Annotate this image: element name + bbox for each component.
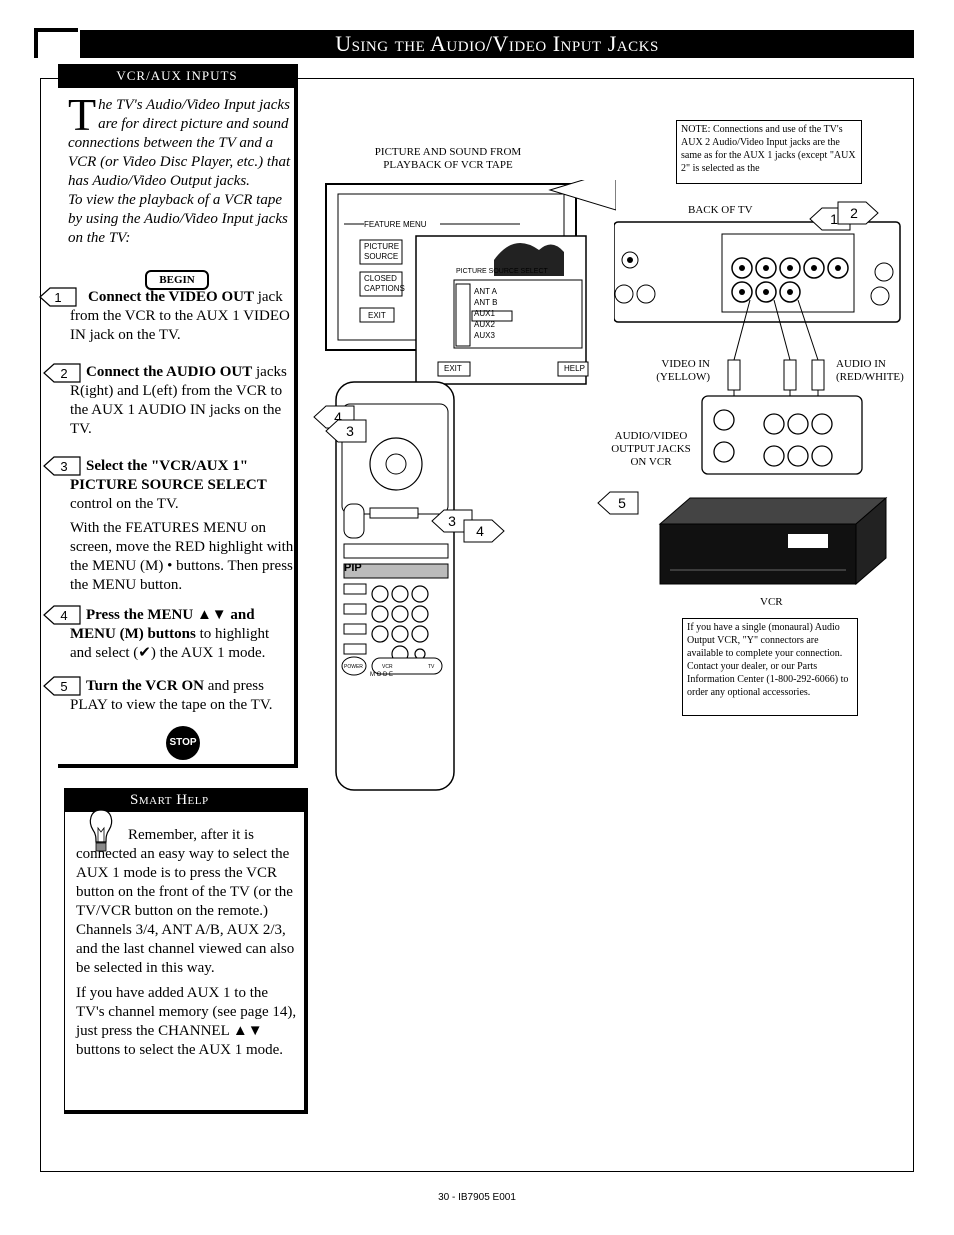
remote-pip-label: PIP [344,562,362,574]
page-footer: 30 - IB7905 E001 [438,1192,516,1203]
smart-help-panel [64,788,308,1114]
smart-help-title: Smart Help [64,788,304,812]
back-of-tv-label: BACK OF TV [688,204,753,216]
smart-help-text: Remember, after it is connected an easy … [76,826,298,1060]
menu-help: HELP [564,364,585,373]
option-aux1: AUX1 [474,309,495,318]
svg-text:5: 5 [60,679,67,694]
menu-picture-label: PICTURE [364,242,400,251]
intro-paragraph: he TV's Audio/Video Input jacks are for … [68,97,291,189]
step-1: Connect the VIDEO OUT jack from the VCR … [70,288,294,345]
svg-text:2: 2 [850,205,858,221]
step-2: Connect the AUDIO OUT jacks R(ight) and … [70,363,294,439]
step-5-text: and press PLAY to view the tape on the T… [70,678,273,713]
step-4-text: to highlight and select (✔) the AUX 1 mo… [70,626,270,661]
step-marker-4: 4 [43,605,81,625]
option-aux2: AUX2 [474,320,495,329]
remote-mode-label: M O D E [370,672,394,678]
svg-text:1: 1 [830,211,838,227]
option-aux3: AUX3 [474,331,495,340]
step-2-title: Connect the AUDIO OUT [86,364,253,380]
section-tab: VCR/AUX INPUTS [58,64,296,88]
svg-text:5: 5 [618,495,626,511]
svg-text:2: 2 [60,366,67,381]
drop-cap: T [68,89,97,140]
audio-in-label: AUDIO IN (RED/WHITE) [836,358,904,383]
step-5: Turn the VCR ON and press PLAY to view t… [70,677,294,715]
step-marker-3: 3 [43,456,81,476]
svg-text:4: 4 [60,608,67,623]
instructions-panel [58,64,298,768]
step-4: Press the MENU ▲▼ and MENU (M) buttons t… [70,606,294,663]
begin-badge: BEGIN [145,270,209,290]
menu-pss: PICTURE SOURCE SELECT [456,268,548,275]
menu-captions-label: CAPTIONS [364,284,405,293]
svg-text:3: 3 [60,459,67,474]
note-aux2: NOTE: Connections and use of the TV's AU… [676,120,862,184]
step-marker-1: 1 [39,287,77,307]
step-2-text: jacks R(ight) and L(eft) from the VCR to… [70,364,287,437]
svg-text:3: 3 [346,423,354,439]
step-3-detail: With the FEATURES MENU on screen, move t… [70,520,294,593]
intro-paragraph-2: To view the playback of a VCR tape by us… [68,192,288,246]
step-1-text: jack from the VCR to the AUX 1 VIDEO IN … [70,289,290,343]
stop-icon: STOP [166,726,200,760]
diagram-marker-3: 3 [325,419,367,443]
step-3: Select the "VCR/AUX 1" PICTURE SOURCE SE… [70,457,294,514]
remote-power-label: POWER [344,664,363,670]
option-ant-a: ANT A [474,287,497,296]
smart-help-p2: If you have added AUX 1 to the TV's chan… [76,985,297,1058]
page-title: Using the Audio/Video Input Jacks [80,30,914,58]
svg-text:1: 1 [54,290,61,305]
step-3-text: control on the TV. [70,496,179,512]
svg-text:4: 4 [476,523,484,539]
diagram-marker-5: 5 [597,491,639,515]
back-of-tv-diagram [614,221,901,475]
remote-vcr-label: VCR [382,664,393,670]
menu-closed-label: CLOSED [364,274,397,283]
menu-exit-2: EXIT [444,364,462,373]
lightbulb-icon [89,809,113,852]
menu-exit: EXIT [368,311,386,320]
tv-screen-diagram [325,180,616,385]
note-mono: If you have a single (monaural) Audio Ou… [682,618,858,716]
source-list: ANT A ANT B AUX1 AUX2 AUX3 [474,286,497,341]
page-frame [40,78,914,1172]
menu-features: FEATURE MENU [364,220,427,229]
step-3-title: Select the "VCR/AUX 1" PICTURE SOURCE SE… [70,458,267,493]
diagram-marker-2: 2 [837,201,879,225]
smart-help-p1: Remember, after it is connected an easy … [76,827,295,976]
diagram-marker-4b: 4 [463,519,505,543]
svg-text:4: 4 [334,409,342,425]
remote-control [335,381,455,791]
remote-tv-label: TV [428,664,435,670]
step-4-title: Press the MENU ▲▼ and MENU (M) buttons [70,607,255,642]
vcr-unit [658,496,888,586]
step-1-title: Connect the VIDEO OUT [88,289,254,305]
step-marker-2: 2 [43,363,81,383]
av-output-label: AUDIO/VIDEO OUTPUT JACKS ON VCR [611,430,691,468]
option-ant-b: ANT B [474,298,498,307]
step-marker-5: 5 [43,676,81,696]
caption-picture: PICTURE AND SOUND FROM PLAYBACK OF VCR T… [374,146,522,171]
step-5-title: Turn the VCR ON [86,678,204,694]
video-in-label: VIDEO IN (YELLOW) [656,358,710,383]
corner-bracket [34,28,78,58]
menu-source-label: SOURCE [364,252,399,261]
svg-text:3: 3 [448,513,456,529]
vcr-label: VCR [760,596,783,608]
